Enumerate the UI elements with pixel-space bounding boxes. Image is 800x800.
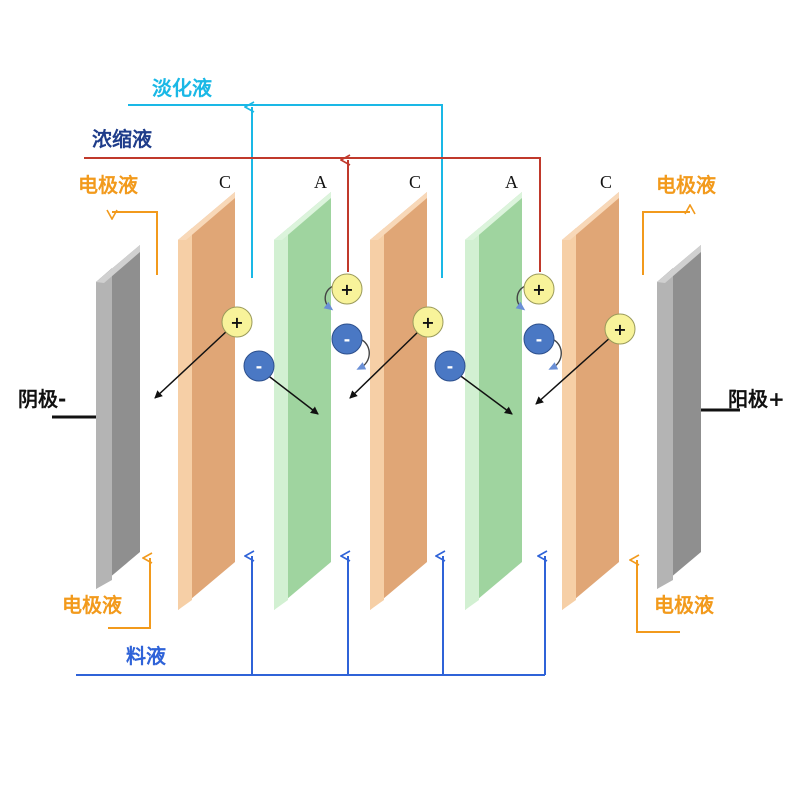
anode-plate: [657, 245, 701, 589]
cation-ion-2: +: [331, 273, 363, 305]
electrode-bottom-right-flow: [637, 560, 680, 633]
membrane-label-4: A: [505, 172, 518, 192]
svg-text:-: -: [344, 330, 351, 349]
dilute-stream: [128, 105, 443, 278]
svg-text:-: -: [447, 357, 454, 376]
feed-label: 料液: [126, 644, 167, 668]
cathode-label: 阴极-: [18, 387, 66, 411]
membrane-label-2: A: [314, 172, 327, 192]
anion-membrane-2: [274, 192, 331, 610]
anion-ion-1: -: [243, 350, 275, 382]
anion-ion-4: -: [523, 323, 555, 355]
membrane-label-3: C: [409, 172, 421, 192]
svg-text:-: -: [536, 330, 543, 349]
membrane-label-1: C: [219, 172, 231, 192]
svg-text:-: -: [256, 357, 263, 376]
electrode-label-top-left: 电极液: [78, 173, 139, 197]
feed-stream: [76, 556, 545, 676]
cation-membrane-3: [370, 192, 427, 610]
electrode-label-bottom-left: 电极液: [62, 593, 123, 617]
cation-membrane-1: [178, 192, 235, 610]
svg-text:+: +: [613, 320, 626, 339]
cation-ion-5: +: [604, 313, 636, 345]
cation-ion-3: +: [412, 306, 444, 338]
concentrate-stream: [84, 158, 541, 272]
electrode-label-bottom-right: 电极液: [654, 593, 715, 617]
electrode-top-right-flow: [642, 212, 690, 275]
electrode-bottom-left-flow: [108, 558, 150, 629]
anode-label: 阳极+: [728, 387, 785, 411]
svg-text:+: +: [421, 313, 434, 332]
cathode-plate: [96, 245, 140, 589]
svg-text:+: +: [532, 280, 545, 299]
anion-ion-2: -: [331, 323, 363, 355]
electrode-top-left-flow: [112, 212, 158, 275]
cation-ion-4: +: [523, 273, 555, 305]
dilute-label: 淡化液: [152, 76, 213, 100]
svg-text:+: +: [230, 313, 243, 332]
cation-ion-1: +: [221, 306, 253, 338]
ion-migration-arrows: [154, 329, 613, 415]
membrane-label-5: C: [600, 172, 612, 192]
anion-ion-3: -: [434, 350, 466, 382]
concentrate-label: 浓缩液: [92, 127, 153, 151]
svg-text:+: +: [340, 280, 353, 299]
electrode-label-top-right: 电极液: [656, 173, 717, 197]
cation-membrane-5: [562, 192, 619, 610]
